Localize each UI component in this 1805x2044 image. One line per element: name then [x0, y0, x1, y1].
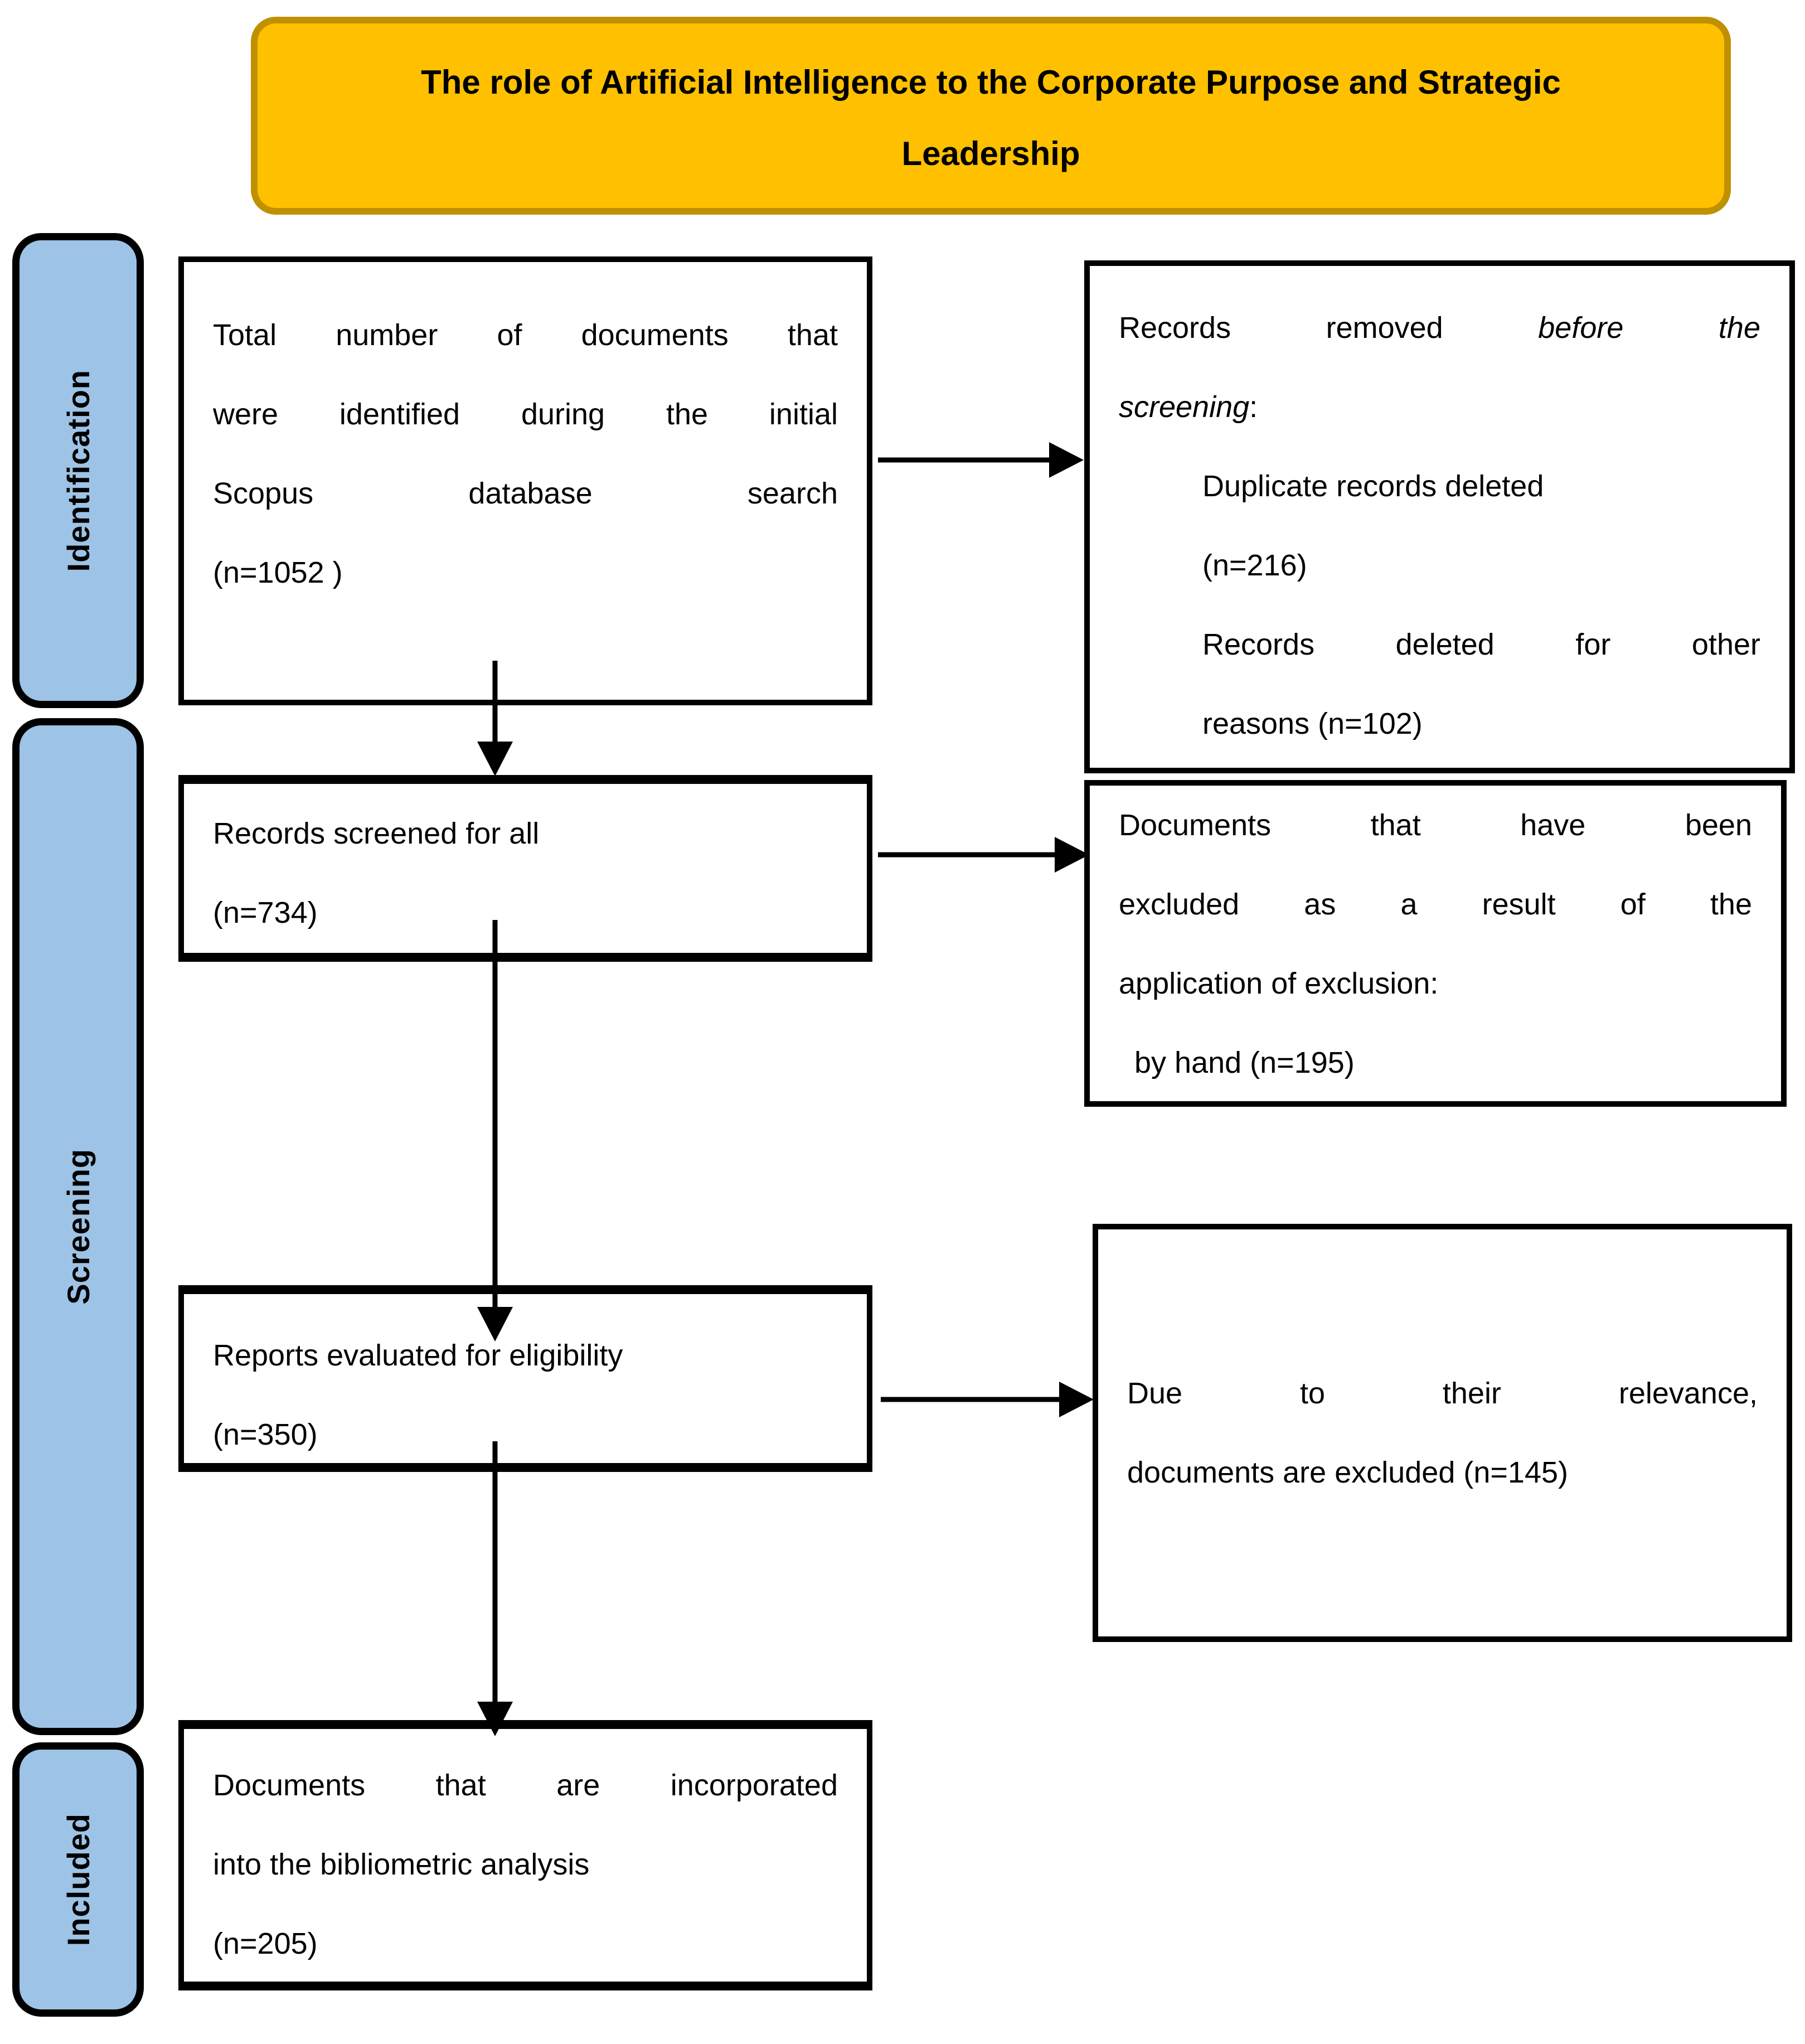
excluded-by-hand-count: by hand (n=195) — [1134, 1046, 1355, 1079]
arrow-identified-to-removed — [878, 442, 1084, 478]
records-removed-lead: Records removed before the — [1119, 311, 1760, 345]
arrow-screened-to-evaluated — [477, 920, 513, 1341]
stage-included-label: Included — [60, 1813, 96, 1946]
excluded-by-criteria-text: Documents that have been — [1119, 808, 1752, 842]
duplicate-records-count: (n=216) — [1202, 549, 1307, 582]
stage-identification-label: Identification — [60, 369, 96, 572]
title-line-2: Leadership — [901, 135, 1080, 172]
stage-identification: Identification — [12, 233, 144, 708]
records-screened-box: Records screened for all (n=734) — [178, 775, 872, 962]
duplicate-records-item: Duplicate records deleted — [1202, 469, 1544, 503]
records-screened-text: Records screened for all — [213, 817, 540, 850]
identified-records-count: (n=1052 ) — [213, 556, 343, 589]
excluded-by-criteria-box: Documents that have been excluded as a r… — [1084, 780, 1787, 1107]
excluded-by-relevance-text: Due to their relevance, — [1127, 1377, 1758, 1410]
other-reasons-count: reasons (n=102) — [1202, 707, 1423, 740]
identified-records-box: Total number of documents that were iden… — [178, 256, 872, 705]
title-banner: The role of Artificial Intelligence to t… — [251, 17, 1731, 215]
excluded-by-relevance-count: documents are excluded (n=145) — [1127, 1456, 1568, 1489]
arrow-evaluated-to-included — [477, 1441, 513, 1736]
arrow-screened-to-excluded — [878, 837, 1089, 873]
records-screened-count: (n=734) — [213, 896, 318, 929]
other-reasons-item: Records deleted for other — [1202, 628, 1760, 661]
records-removed-box: Records removed before the screening: Du… — [1084, 260, 1795, 773]
reports-evaluated-count: (n=350) — [213, 1418, 318, 1451]
included-documents-box: Documents that are incorporated into the… — [178, 1720, 872, 1990]
stage-screening: Screening — [12, 718, 144, 1735]
reports-evaluated-box: Reports evaluated for eligibility (n=350… — [178, 1285, 872, 1472]
arrow-evaluated-to-relevance — [881, 1382, 1094, 1417]
title-line-1: The role of Artificial Intelligence to t… — [421, 64, 1561, 101]
included-documents-count: (n=205) — [213, 1927, 318, 1960]
stage-included: Included — [12, 1742, 144, 2017]
stage-screening-label: Screening — [60, 1149, 96, 1305]
reports-evaluated-text: Reports evaluated for eligibility — [213, 1339, 623, 1372]
identified-records-text: Total number of documents that — [213, 318, 838, 352]
excluded-by-relevance-box: Due to their relevance, documents are ex… — [1093, 1224, 1792, 1642]
included-documents-text: Documents that are incorporated — [213, 1769, 838, 1802]
